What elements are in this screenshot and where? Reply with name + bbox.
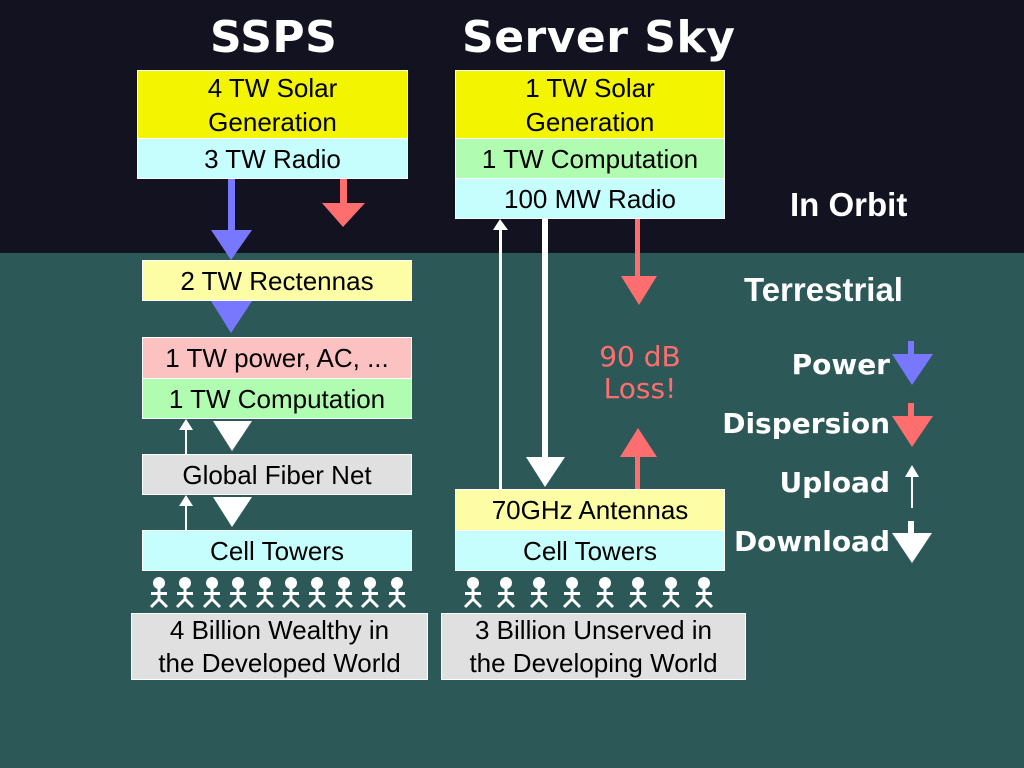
ssps-cell-towers: Cell Towers (142, 530, 412, 571)
ssps-population: 4 Billion Wealthy in the Developed World (131, 613, 428, 680)
server-sky-population-label: 3 Billion Unserved in the Developing Wor… (442, 614, 745, 679)
server-sky-satellite: 1 TW Solar Generation 1 TW Computation 1… (455, 70, 725, 219)
ssps-solar-generation: 4 TW Solar Generation (138, 71, 407, 138)
person-icon (229, 577, 248, 609)
person-icon (694, 577, 714, 609)
person-icon (255, 577, 274, 609)
ssps-satellite: 4 TW Solar Generation 3 TW Radio (137, 70, 408, 179)
person-icon (334, 577, 353, 609)
zone-label-terrestrial: Terrestrial (744, 271, 903, 308)
server-sky-cell-towers: Cell Towers (456, 530, 724, 570)
ssps-ground-station: 1 TW power, AC, ... 1 TW Computation (142, 337, 412, 419)
ssps-fiber-net-label: Global Fiber Net (143, 455, 411, 494)
person-icon (595, 577, 615, 609)
ssps-computation: 1 TW Computation (143, 378, 411, 418)
person-icon (387, 577, 406, 609)
legend-upload-label: Upload (779, 466, 890, 499)
person-icon (463, 577, 483, 609)
loss-value: 90 dB (599, 340, 681, 373)
ssps-rectennas: 2 TW Rectennas (142, 260, 412, 301)
ssps-people-row (146, 577, 410, 609)
loss-label: Loss! (603, 372, 677, 405)
ssps-population-label: 4 Billion Wealthy in the Developed World (132, 614, 427, 679)
legend-power-label: Power (791, 348, 890, 381)
person-icon (176, 577, 195, 609)
loss-annotation: 90 dB Loss! (585, 341, 695, 405)
zone-label-in-orbit: In Orbit (790, 186, 908, 223)
ssps-power-ac: 1 TW power, AC, ... (143, 338, 411, 378)
server-sky-solar-generation: 1 TW Solar Generation (456, 71, 724, 138)
person-icon (628, 577, 648, 609)
person-icon (308, 577, 327, 609)
ssps-cell-towers-label: Cell Towers (143, 531, 411, 570)
server-sky-ground: 70GHz Antennas Cell Towers (455, 489, 725, 571)
person-icon (361, 577, 380, 609)
server-sky-people-row (460, 577, 717, 609)
person-icon (281, 577, 301, 609)
legend-dispersion-label: Dispersion (722, 407, 890, 440)
ssps-radio: 3 TW Radio (138, 138, 407, 178)
server-sky-population: 3 Billion Unserved in the Developing Wor… (441, 613, 746, 680)
person-icon (202, 577, 221, 609)
person-icon (149, 577, 169, 609)
server-sky-computation: 1 TW Computation (456, 138, 724, 178)
ssps-fiber-net: Global Fiber Net (142, 454, 412, 495)
ssps-title: SSPS (210, 12, 338, 63)
person-icon (496, 577, 516, 609)
server-sky-antennas: 70GHz Antennas (456, 490, 724, 530)
server-sky-radio: 100 MW Radio (456, 178, 724, 218)
person-icon (562, 577, 582, 609)
server-sky-title: Server Sky (462, 12, 736, 63)
legend-download-label: Download (733, 525, 890, 558)
person-icon (529, 577, 549, 609)
person-icon (661, 577, 681, 609)
ssps-rectennas-label: 2 TW Rectennas (143, 261, 411, 300)
